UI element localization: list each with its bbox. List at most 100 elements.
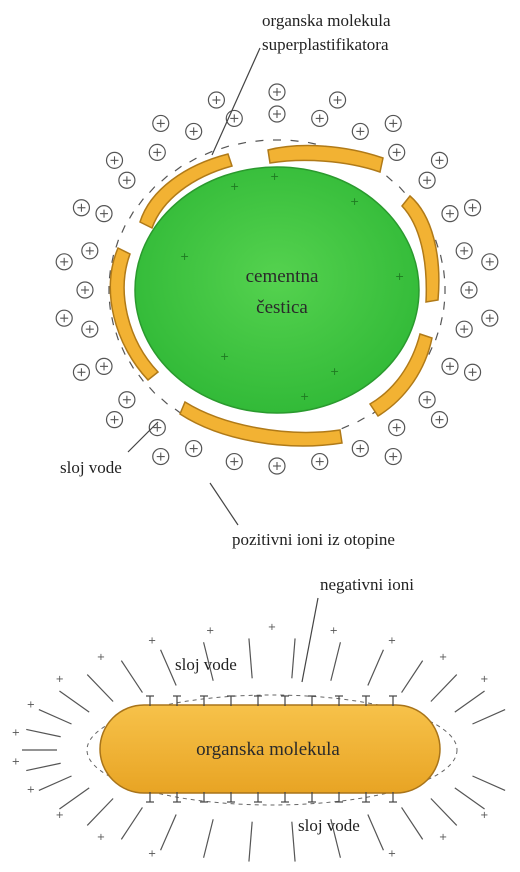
positive-ion: [186, 441, 202, 457]
positive-ion: [77, 282, 93, 298]
positive-ion: [456, 321, 472, 337]
water-dash: [116, 333, 118, 341]
plus-ion: +: [97, 652, 105, 663]
plus-ion: +: [439, 832, 447, 843]
water-dash: [139, 375, 144, 381]
radial-line: [249, 822, 252, 862]
positive-ion: [389, 420, 405, 436]
plus-ion: +: [97, 832, 105, 843]
positive-ion: [385, 115, 401, 131]
plus-ion: +: [480, 810, 488, 821]
water-dash: [436, 333, 438, 341]
positive-ion: [96, 206, 112, 222]
water-dash: [308, 142, 316, 144]
plus-ion: +: [439, 652, 447, 663]
positive-ion: [442, 358, 458, 374]
positive-ion: [208, 92, 224, 108]
positive-ion: [431, 152, 447, 168]
negative-ions-pointer: [302, 598, 318, 682]
superplasticizer-label-line2: superplastifikatora: [262, 35, 389, 54]
positive-ion: [269, 458, 285, 474]
water-dash: [399, 187, 404, 193]
water-dash: [162, 176, 168, 181]
positive-ion: [96, 358, 112, 374]
cement-particle: [135, 167, 419, 413]
positive-ion: [186, 123, 202, 139]
positive-ion: [330, 92, 346, 108]
positive-ion: [82, 243, 98, 259]
positive-ions-pointer: [210, 483, 238, 525]
radial-line: [455, 691, 485, 712]
positive-ion: [352, 123, 368, 139]
positive-ion: [56, 310, 72, 326]
radial-line: [249, 638, 252, 678]
water-dash: [162, 399, 168, 404]
plus-ion: +: [55, 674, 63, 685]
positive-ion: [312, 454, 328, 470]
plus-ion: +: [55, 810, 63, 821]
radial-line: [39, 710, 72, 724]
water-dash: [139, 199, 144, 205]
positive-ion: [461, 282, 477, 298]
positive-ion: [482, 254, 498, 270]
plus-ion: +: [12, 756, 20, 767]
radial-line: [368, 650, 384, 686]
water-dash: [122, 347, 125, 354]
water-dash: [386, 176, 392, 181]
radial-line: [402, 661, 423, 693]
water-dash: [342, 425, 349, 428]
radial-line: [431, 675, 457, 702]
water-dash: [255, 140, 263, 141]
water-dash: [130, 362, 134, 369]
positive-ions-label: pozitivni ioni iz otopine: [232, 530, 395, 549]
positive-ion: [269, 84, 285, 100]
superplasticizer-label-line1: organska molekula: [262, 11, 391, 30]
radial-line: [368, 814, 384, 850]
water-dash: [112, 317, 114, 325]
radial-line: [472, 710, 505, 724]
water-dash: [190, 158, 197, 162]
water-dash: [116, 240, 118, 248]
positive-ion: [431, 412, 447, 428]
radial-line: [87, 799, 113, 826]
plus-ion: +: [388, 636, 396, 647]
positive-ion: [153, 115, 169, 131]
particle-label-line2: čestica: [256, 297, 308, 318]
particle-mark: +: [350, 195, 359, 208]
plus-ion: +: [268, 622, 276, 633]
water-dash: [444, 302, 445, 310]
positive-ion: [226, 454, 242, 470]
water-dash: [238, 142, 246, 144]
radial-line: [204, 819, 214, 857]
radial-line: [121, 807, 142, 839]
plus-ion: +: [27, 785, 35, 796]
radial-line: [472, 776, 505, 790]
water-layer-label: sloj vode: [60, 458, 122, 477]
positive-ion: [456, 243, 472, 259]
organic-molecule-label: organska molekula: [196, 739, 340, 760]
radial-line: [455, 788, 485, 809]
positive-ion: [107, 152, 123, 168]
particle-label-line1: cementna: [246, 266, 319, 287]
positive-ion: [465, 364, 481, 380]
positive-ion: [385, 449, 401, 465]
plus-ion: +: [330, 625, 338, 636]
plus-ion: +: [148, 848, 156, 859]
water-dash: [175, 166, 181, 171]
radial-line: [59, 788, 89, 809]
particle-mark: +: [180, 250, 189, 263]
plus-ion: +: [206, 625, 214, 636]
plus-ion: +: [148, 636, 156, 647]
radial-line: [59, 691, 89, 712]
water-dash: [440, 317, 442, 325]
water-dash: [149, 187, 154, 193]
positive-ion: [482, 310, 498, 326]
negative-ions-label: negativni ioni: [320, 575, 414, 594]
particle-mark: +: [330, 365, 339, 378]
water-dash: [358, 418, 365, 422]
positive-ion: [312, 110, 328, 126]
radial-line: [331, 642, 341, 680]
plus-ion: +: [12, 728, 20, 739]
water-dash: [110, 302, 111, 310]
